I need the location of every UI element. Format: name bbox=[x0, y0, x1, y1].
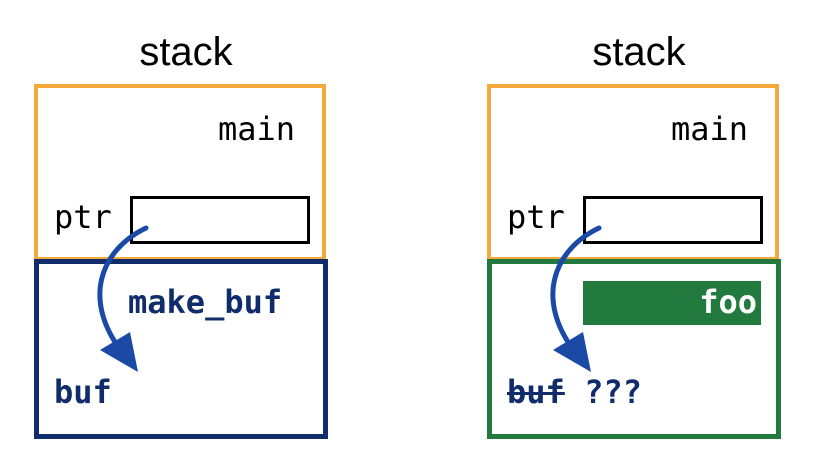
right-foo-frame bbox=[487, 259, 781, 439]
right-main-label: main bbox=[671, 110, 749, 148]
right-pointer-arrow bbox=[550, 225, 602, 372]
right-buf-label-group: buf ??? bbox=[507, 373, 642, 411]
right-unknown-label: ??? bbox=[584, 373, 642, 411]
left-ptr-label: ptr bbox=[54, 198, 112, 236]
right-buf-label-struck: buf bbox=[507, 373, 565, 411]
left-stack-diagram: stack main ptr make_buf buf bbox=[34, 30, 328, 439]
left-make-buf-frame bbox=[34, 259, 328, 439]
left-ptr-box bbox=[130, 196, 310, 244]
right-stack-title: stack bbox=[592, 30, 686, 74]
right-foo-label: foo bbox=[699, 283, 757, 321]
left-buf-label: buf bbox=[54, 373, 112, 411]
left-main-label: main bbox=[218, 110, 296, 148]
left-stack-title: stack bbox=[139, 30, 233, 74]
right-ptr-box bbox=[583, 196, 763, 244]
right-stack-diagram: stack main ptr foo buf ??? bbox=[453, 0, 826, 472]
right-foo-bar: foo bbox=[583, 281, 761, 325]
right-ptr-label: ptr bbox=[507, 198, 565, 236]
left-pointer-arrow bbox=[97, 225, 149, 372]
left-make-buf-label: make_buf bbox=[128, 283, 283, 321]
